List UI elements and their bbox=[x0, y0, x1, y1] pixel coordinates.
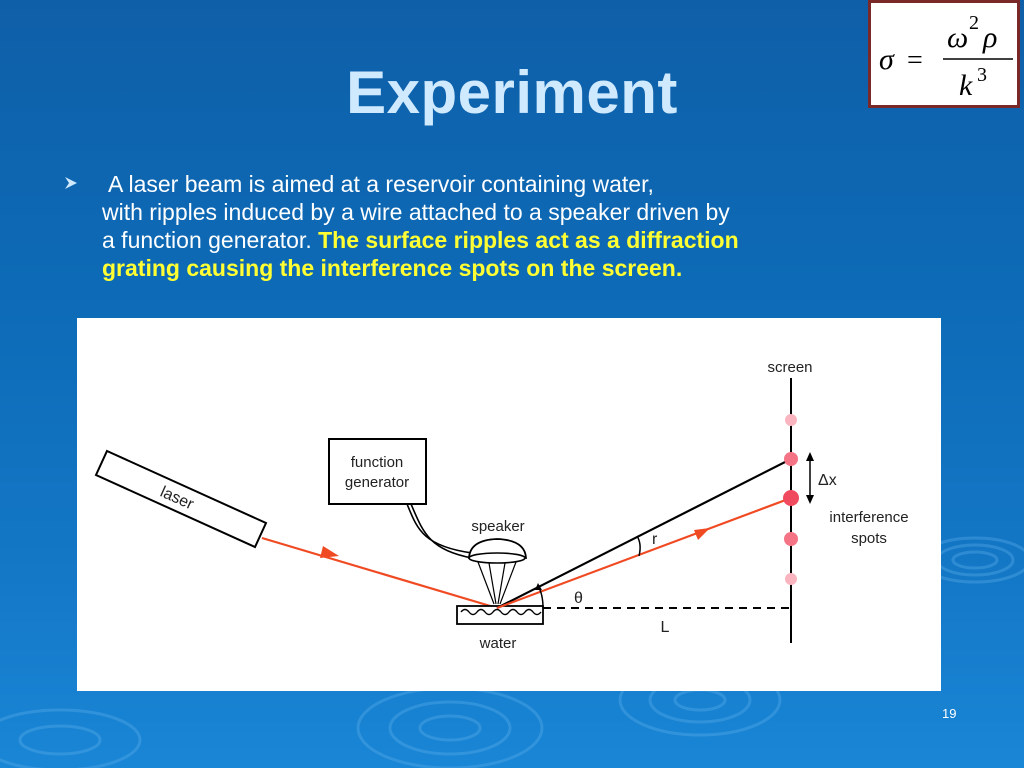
formula-k: k bbox=[959, 69, 973, 102]
bullet-line-3: a function generator. bbox=[102, 227, 319, 253]
speaker-label: speaker bbox=[471, 518, 524, 535]
function-generator-label-1: function bbox=[351, 454, 404, 471]
reflected-beam-undiffracted bbox=[496, 458, 792, 609]
bullet-text: A laser beam is aimed at a reservoir con… bbox=[102, 170, 902, 282]
formula-sigma: σ bbox=[879, 43, 895, 76]
incident-beam bbox=[261, 536, 498, 610]
bullet-highlight-2: grating causing the interference spots o… bbox=[102, 255, 683, 281]
arrow-bullet-icon bbox=[65, 177, 77, 189]
interference-spots bbox=[783, 414, 799, 585]
spot bbox=[784, 532, 798, 546]
theta-label: θ bbox=[574, 590, 583, 607]
interference-label-1: interference bbox=[829, 509, 908, 526]
dispersion-formula: σ = ω 2 ρ k 3 bbox=[879, 12, 1013, 102]
distance-L-label: L bbox=[661, 619, 670, 636]
spot bbox=[784, 452, 798, 466]
speaker: speaker bbox=[468, 518, 527, 605]
diffracted-beam-arrow bbox=[694, 528, 710, 540]
function-generator: function generator bbox=[328, 438, 427, 505]
bullet-line-2: with ripples induced by a wire attached … bbox=[102, 199, 730, 225]
formula-box: σ = ω 2 ρ k 3 bbox=[868, 0, 1020, 108]
diffracted-beam bbox=[496, 496, 792, 610]
spot bbox=[783, 490, 799, 506]
r-angle-arc bbox=[636, 535, 641, 557]
r-label: r bbox=[652, 531, 658, 548]
slide-title: Experiment bbox=[346, 59, 678, 126]
experiment-diagram: laser function generator speaker bbox=[77, 318, 941, 691]
water-label: water bbox=[479, 635, 517, 652]
delta-x-label: Δx bbox=[818, 472, 837, 489]
water-reservoir: water bbox=[456, 605, 544, 652]
function-generator-label-2: generator bbox=[345, 474, 409, 491]
formula-k-exponent: 3 bbox=[977, 64, 987, 86]
spot bbox=[785, 414, 797, 426]
interference-label-2: spots bbox=[851, 530, 887, 547]
delta-x-indicator: Δx bbox=[806, 452, 837, 504]
formula-omega: ω bbox=[947, 21, 968, 54]
bullet-highlight-1: The surface ripples act as a diffraction bbox=[318, 227, 739, 253]
bullet-line-1: A laser beam is aimed at a reservoir con… bbox=[108, 171, 654, 197]
formula-equals: = bbox=[907, 45, 923, 76]
speaker-cable bbox=[406, 503, 473, 554]
laser-device: laser bbox=[94, 449, 268, 549]
page-number: 19 bbox=[942, 706, 957, 721]
formula-rho: ρ bbox=[982, 21, 997, 54]
screen-label: screen bbox=[767, 359, 812, 376]
incident-beam-arrow bbox=[320, 546, 339, 558]
formula-omega-exponent: 2 bbox=[969, 12, 979, 34]
spot bbox=[785, 573, 797, 585]
